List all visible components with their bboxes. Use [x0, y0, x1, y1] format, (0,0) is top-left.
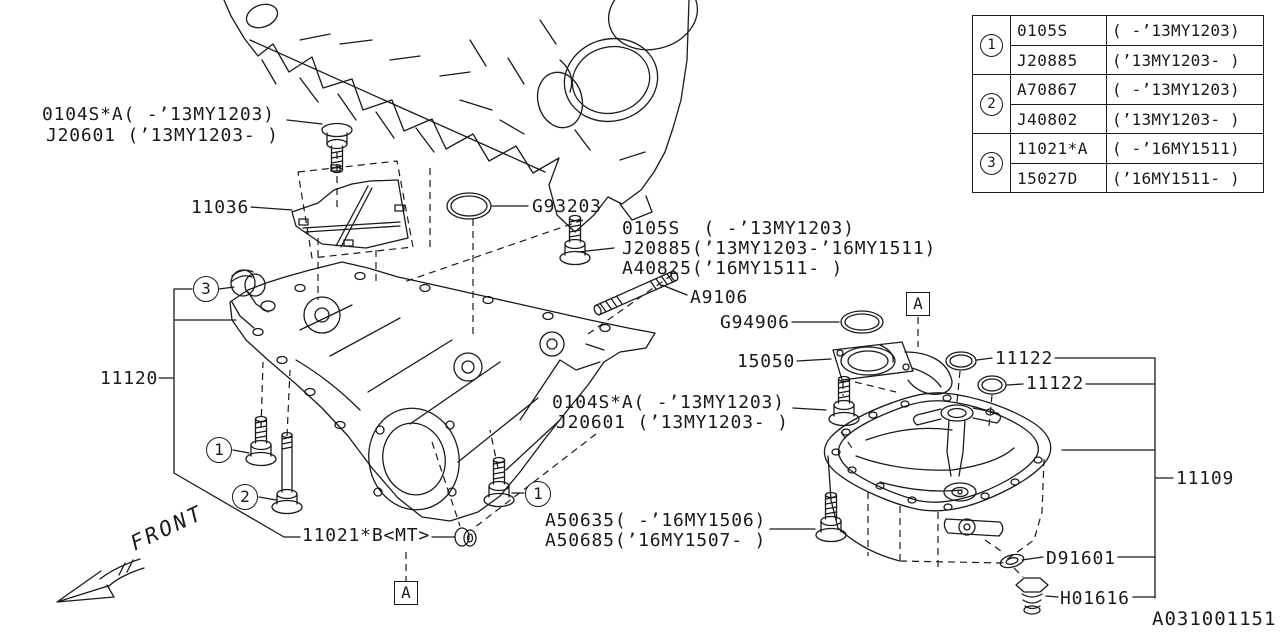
callout-2-badge: 2 — [980, 92, 1003, 116]
callout-2: 2 — [232, 484, 258, 510]
applicability-cell: ( -’13MY1203) — [1112, 21, 1240, 40]
o-ring-g93203-icon — [446, 192, 492, 220]
part-label-11122-b: 11122 — [1026, 373, 1085, 394]
oil-strainer-drawing — [912, 404, 1002, 502]
part-label-g93203: G93203 — [532, 196, 602, 217]
part-number-cell: 15027D — [1011, 164, 1107, 192]
part-label-0104s-mid-2: J20601 (’13MY1203- ) — [556, 412, 789, 433]
applicability-cell: (’16MY1511- ) — [1112, 168, 1240, 188]
part-number-cell: J20885 — [1011, 46, 1107, 74]
callout-3: 3 — [193, 276, 219, 302]
part-label-0104s-top-1: 0104S*A( -’13MY1203) — [42, 104, 275, 125]
callout-1-left: 1 — [206, 437, 232, 463]
view-marker-a-top: A — [906, 292, 930, 316]
part-label-d91601: D91601 — [1046, 548, 1116, 569]
part-number-cell: J40802 — [1011, 105, 1107, 133]
part-label-11120: 11120 — [100, 368, 159, 389]
diagram-code: A031001151 — [1152, 608, 1277, 630]
applicability-cell: (’13MY1203- ) — [1112, 109, 1240, 129]
part-label-11036: 11036 — [191, 197, 250, 218]
part-number-cell: A70867 — [1011, 75, 1107, 104]
part-label-11021b: 11021*B<MT> — [302, 525, 431, 546]
part-label-a9106: A9106 — [690, 287, 749, 308]
applicability-table: 1 0105S ( -’13MY1203) J20885 (’13MY1203-… — [972, 15, 1264, 193]
part-label-a50635-1: A50635( -’16MY1506) — [545, 510, 767, 531]
oil-pan-upper-drawing — [229, 261, 656, 522]
table-row: 3 11021*A ( -’16MY1511) 15027D (’16MY151… — [973, 133, 1263, 192]
part-label-0105s-1: 0105S ( -’13MY1203) — [622, 218, 855, 239]
o-ring-11122a-icon — [945, 351, 977, 371]
part-label-15050: 15050 — [737, 351, 796, 372]
bolt-0104s-mid-icon — [828, 375, 860, 427]
part-label-h01616: H01616 — [1060, 588, 1130, 609]
plug-icon — [230, 269, 266, 297]
oil-pickup-drawing — [832, 341, 953, 396]
callout-1-right: 1 — [525, 481, 551, 507]
callout-1-badge: 1 — [980, 33, 1003, 57]
stud-icon — [593, 270, 679, 316]
part-label-0104s-mid-1: 0104S*A( -’13MY1203) — [552, 392, 785, 413]
drain-plug-icon — [1015, 577, 1049, 615]
part-label-0105s-2: J20885(’13MY1203-’16MY1511) — [622, 238, 937, 259]
applicability-cell: ( -’13MY1203) — [1112, 80, 1240, 99]
part-label-0105s-3: A40825(’16MY1511- ) — [622, 258, 844, 279]
front-arrow-icon — [56, 558, 145, 603]
table-callout-cell: 1 — [973, 16, 1011, 74]
view-marker-a-bottom: A — [394, 581, 418, 605]
applicability-cell: (’13MY1203- ) — [1112, 50, 1240, 70]
callout-3-badge: 3 — [980, 151, 1003, 175]
o-ring-11122b-icon — [977, 375, 1007, 395]
engine-block-drawing — [223, 0, 699, 233]
table-row: 2 A70867 ( -’13MY1203) J40802 (’13MY1203… — [973, 74, 1263, 133]
mt-plug-icon — [454, 527, 477, 547]
table-callout-cell: 2 — [973, 75, 1011, 133]
part-label-g94906: G94906 — [720, 312, 790, 333]
applicability-cell: ( -’16MY1511) — [1112, 139, 1240, 158]
part-label-a50635-2: A50685(’16MY1507- ) — [545, 530, 767, 551]
gasket-icon — [999, 553, 1025, 569]
part-label-11122-a: 11122 — [995, 348, 1054, 369]
o-ring-g94906-icon — [840, 310, 884, 334]
table-row: 1 0105S ( -’13MY1203) J20885 (’13MY1203-… — [973, 16, 1263, 74]
oil-pan-drawing — [823, 392, 1052, 570]
baffle-plate-drawing — [291, 160, 414, 259]
bolt-callout2-icon — [271, 431, 303, 515]
part-label-0104s-top-2: J20601 (’13MY1203- ) — [46, 125, 279, 146]
part-number-cell: 11021*A — [1011, 134, 1107, 163]
part-number-cell: 0105S — [1011, 16, 1107, 45]
part-label-11109: 11109 — [1176, 468, 1235, 489]
leader-lines — [158, 119, 1174, 599]
bolt-callout1-right-icon — [483, 456, 515, 508]
table-callout-cell: 3 — [973, 134, 1011, 192]
